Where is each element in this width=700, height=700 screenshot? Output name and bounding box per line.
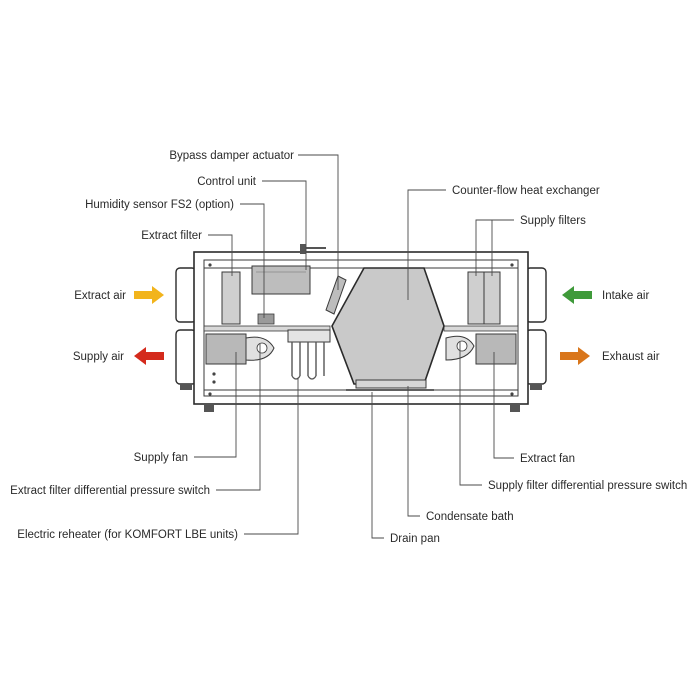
leader-control-unit xyxy=(262,180,307,270)
leader-heat-exchanger xyxy=(407,189,446,300)
supply-air-spigot xyxy=(175,329,197,385)
label-extract-filter: Extract filter xyxy=(141,230,202,242)
label-supply-fan: Supply fan xyxy=(134,452,188,464)
label-extract-fan: Extract fan xyxy=(520,453,575,465)
control-unit-connector xyxy=(300,244,306,254)
airflow-arrows xyxy=(134,286,592,365)
label-supply-filters: Supply filters xyxy=(520,215,586,227)
intake-air-arrow xyxy=(562,286,592,304)
supply-filter-2 xyxy=(483,271,501,325)
supply-air-arrow xyxy=(134,347,164,365)
leader-extract-filter-dp xyxy=(216,344,261,491)
label-intake-air: Intake air xyxy=(602,290,649,302)
exhaust-air-arrow xyxy=(560,347,590,365)
condensate-bath-part xyxy=(355,379,427,389)
extract-air-arrow xyxy=(134,286,164,304)
bypass-damper-part xyxy=(325,275,347,315)
leader-drain-pan xyxy=(371,392,384,539)
label-bypass-damper-actuator: Bypass damper actuator xyxy=(169,150,294,162)
leader-electric-reheater xyxy=(244,378,299,535)
supply-filter-1 xyxy=(467,271,485,325)
left-divider xyxy=(203,325,331,332)
intake-air-spigot xyxy=(525,267,547,323)
label-control-unit: Control unit xyxy=(197,176,257,188)
leader-extract-filter xyxy=(208,234,233,276)
control-unit-part xyxy=(251,265,311,295)
right-divider xyxy=(443,325,519,332)
leader-bypass-damper xyxy=(298,154,339,290)
leader-humidity-sensor xyxy=(240,203,265,318)
humidity-sensor-part xyxy=(257,313,275,325)
label-drain-pan: Drain pan xyxy=(390,533,440,545)
bracket-right xyxy=(530,384,542,390)
leader-supply-fan xyxy=(194,352,237,458)
bracket-left xyxy=(180,384,192,390)
extract-fan-part xyxy=(475,333,517,365)
supply-fan-part xyxy=(205,333,247,365)
label-electric-reheater: Electric reheater (for KOMFORT LBE units… xyxy=(17,529,238,541)
label-extract-air: Extract air xyxy=(74,290,126,302)
leader-extract-fan xyxy=(493,352,514,459)
label-exhaust-air: Exhaust air xyxy=(602,351,660,363)
label-supply-air: Supply air xyxy=(73,351,124,363)
leader-lines xyxy=(194,154,514,539)
label-humidity-sensor: Humidity sensor FS2 (option) xyxy=(85,199,234,211)
leader-condensate-bath xyxy=(407,386,420,517)
extract-air-spigot xyxy=(175,267,197,323)
foot-left xyxy=(204,404,214,412)
leader-supply-filters xyxy=(475,219,514,276)
extract-filter-part xyxy=(221,271,241,325)
label-supply-filter-dp-switch: Supply filter differential pressure swit… xyxy=(488,480,687,492)
electric-reheater-part xyxy=(287,329,331,343)
label-condensate-bath: Condensate bath xyxy=(426,511,514,523)
label-counter-flow-heat-exchanger: Counter-flow heat exchanger xyxy=(452,185,600,197)
exhaust-air-spigot xyxy=(525,329,547,385)
foot-right xyxy=(510,404,520,412)
components xyxy=(205,244,517,391)
leader-supply-filter-dp xyxy=(459,342,482,486)
label-extract-filter-dp-switch: Extract filter differential pressure swi… xyxy=(10,485,210,497)
labels: Bypass damper actuator Control unit Humi… xyxy=(10,150,687,545)
